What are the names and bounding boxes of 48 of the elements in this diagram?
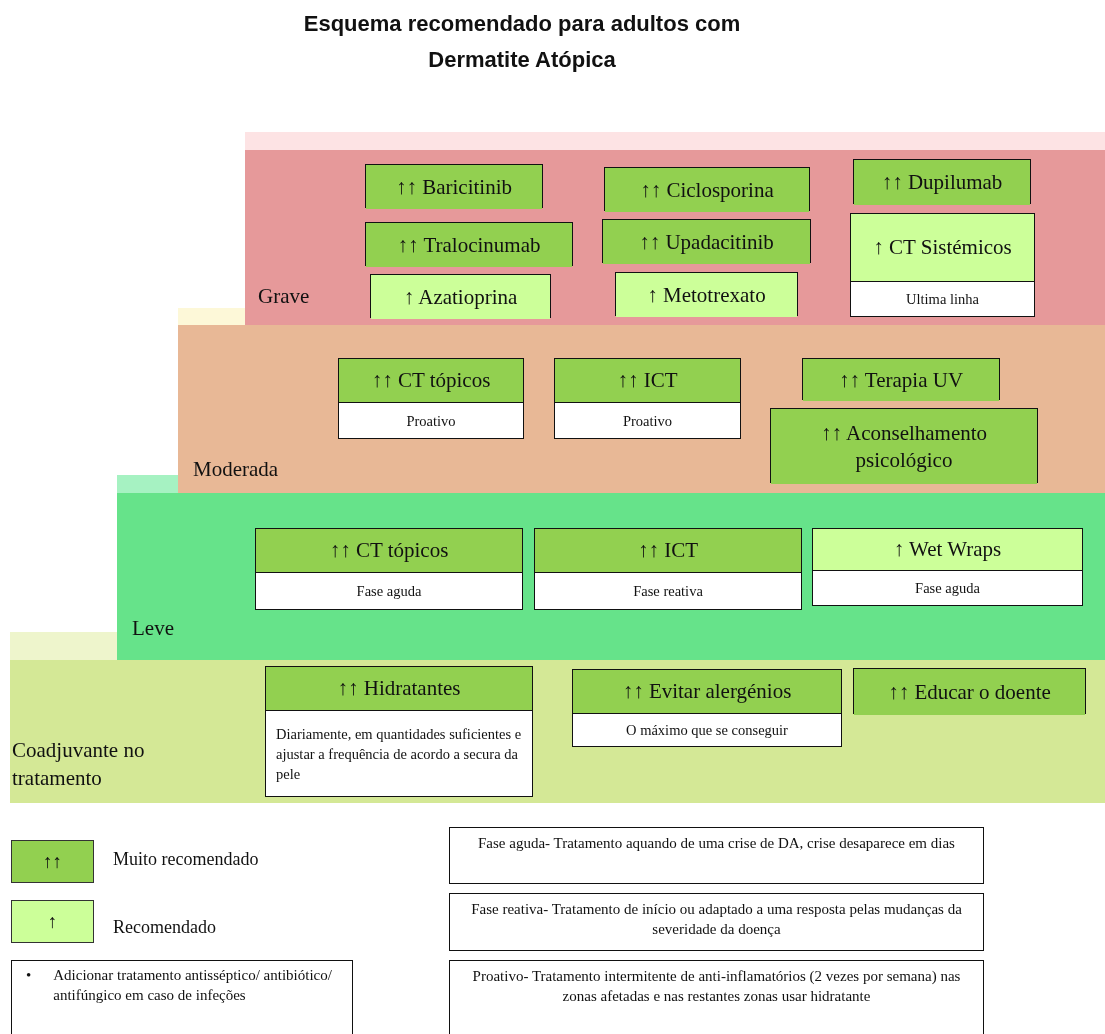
- treatment-heading: ↑ CT Sistémicos: [851, 214, 1034, 282]
- treatment-heading: ↑↑ Aconselhamento psicológico: [771, 409, 1037, 484]
- treatment-card: [534, 528, 802, 610]
- definition-box: Fase reativa- Tratamento de início ou adaptado a uma resposta pelas mudanças da severidade da doença: [449, 893, 984, 951]
- treatment-note: O máximo que se conseguir: [625, 721, 789, 740]
- treatment-heading: ↑↑ Baricitinib: [366, 165, 542, 209]
- treatment-note: Fase aguda: [914, 579, 981, 598]
- treatment-heading: ↑↑ ICT: [555, 359, 740, 403]
- treatment-heading: ↑↑ Hidratantes: [266, 667, 532, 711]
- treatment-heading: ↑↑ Tralocinumab: [366, 223, 572, 267]
- treatment-heading: ↑↑ Evitar alergénios: [573, 670, 841, 714]
- treatment-heading: ↑↑ Dupilumab: [854, 160, 1030, 205]
- treatment-card: [812, 528, 1083, 606]
- treatment-heading: ↑↑ ICT: [535, 529, 801, 573]
- treatment-note: Proativo: [621, 411, 674, 431]
- treatment-card: [265, 666, 533, 797]
- treatment-heading: ↑↑ Educar o doente: [854, 669, 1085, 715]
- severity-label: Grave: [258, 283, 311, 310]
- treatment-card: [554, 358, 741, 439]
- definition-box: Fase aguda- Tratamento aquando de uma crise de DA, crise desaparece em dias: [449, 827, 984, 884]
- definition-box: Proativo- Tratamento intermitente de anti-inflamatórios (2 vezes por semana) nas zonas afetadas e nas restantes zonas usar hidratante: [449, 960, 984, 1034]
- treatment-heading: ↑↑ Ciclosporina: [605, 168, 809, 212]
- treatment-note: Fase aguda: [355, 582, 423, 601]
- severity-label: Leve: [132, 615, 175, 642]
- treatment-heading: ↑↑ CT tópicos: [339, 359, 523, 403]
- treatment-heading: ↑ Metotrexato: [616, 273, 797, 317]
- note-text: Adicionar tratamento antisséptico/ antibiótico/ antifúngico em caso de infeções: [53, 966, 333, 1005]
- legend-text: Recomendado: [113, 917, 216, 938]
- treatment-card: [572, 669, 842, 747]
- treatment-heading: ↑↑ Terapia UV: [803, 359, 999, 401]
- treatment-note: Diariamente, em quantidades suficientes e ajustar a frequência de acordo a secura da pele: [275, 724, 523, 784]
- treatment-note: Ultima linha: [905, 290, 980, 309]
- treatment-heading: ↑ Wet Wraps: [813, 529, 1082, 571]
- severity-label: Coadjuvante no tratamento: [12, 737, 146, 792]
- treatment-heading: ↑↑ Upadacitinib: [603, 220, 810, 264]
- bullet: •: [26, 966, 32, 985]
- severity-label: Moderada: [193, 456, 280, 483]
- treatment-card: [338, 358, 524, 439]
- recommendation-arrows: ↑↑: [43, 850, 62, 873]
- treatment-note: Fase reativa: [632, 582, 704, 601]
- treatment-card: [850, 213, 1035, 317]
- treatment-note: Proativo: [405, 411, 457, 431]
- treatment-heading: ↑↑ CT tópicos: [256, 529, 522, 573]
- treatment-heading: ↑ Azatioprina: [371, 275, 550, 319]
- recommendation-arrows: ↑: [47, 910, 58, 933]
- diagram-title: Esquema recomendado para adultos com Dermatite Atópica: [302, 10, 742, 74]
- legend-text: Muito recomendado: [113, 849, 259, 870]
- treatment-card: [255, 528, 523, 610]
